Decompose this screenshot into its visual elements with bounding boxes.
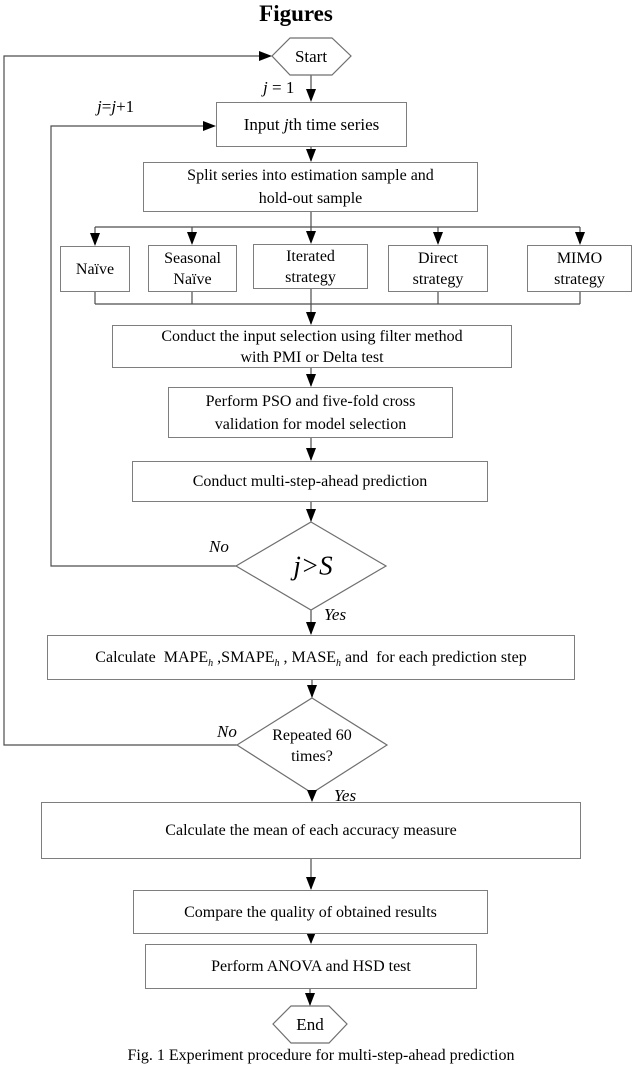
text-line: times? [291, 748, 333, 765]
node-split-series: Split series into estimation sample and … [143, 162, 478, 212]
end-node: End [296, 1015, 324, 1034]
decision-repeated-60: Repeated 60 times? [272, 725, 352, 767]
text-line: hold-out sample [258, 190, 363, 207]
label-yes-1: Yes [324, 605, 347, 624]
node-anova-hsd: Perform ANOVA and HSD test [145, 944, 477, 989]
node-naive: Naïve [60, 246, 130, 292]
label-j-init: j = 1 [263, 78, 295, 97]
node-input-series: Input jth time series [216, 102, 407, 147]
figure-caption: Fig. 1 Experiment procedure for multi-st… [127, 1047, 515, 1064]
text-line: Naïve [173, 270, 212, 288]
label-yes-2: Yes [334, 786, 357, 805]
node-iterated-strategy: Iterated strategy [253, 244, 368, 289]
text-line: Conduct the input selection using filter… [161, 327, 463, 345]
text-line: Iterated [286, 247, 335, 265]
text-line: Repeated 60 [272, 727, 352, 744]
node-mimo-strategy: MIMO strategy [527, 245, 632, 292]
text-line: Perform PSO and five-fold cross [205, 392, 416, 410]
text-line: Seasonal [164, 249, 221, 267]
start-node: Start [294, 47, 328, 66]
node-mean-accuracy: Calculate the mean of each accuracy meas… [41, 802, 581, 859]
text-line: validation for model selection [214, 415, 407, 433]
text-line: strategy [554, 270, 605, 288]
node-seasonal-naive: Seasonal Naïve [148, 245, 237, 292]
text-line: Split series into estimation sample and [187, 167, 434, 184]
node-calculate-errors: Calculate MAPEh ,SMAPEh , MASEh and for … [47, 635, 575, 680]
node-direct-strategy: Direct strategy [388, 245, 488, 292]
text-line: with PMI or Delta test [240, 348, 384, 366]
label-j-increment: j=j+1 [97, 97, 135, 116]
text-line: Direct [418, 249, 458, 267]
page-title: Figures [259, 1, 333, 26]
label-no-1: No [209, 537, 229, 556]
text-line: strategy [412, 270, 464, 288]
text-line: strategy [285, 268, 336, 286]
node-prediction: Conduct multi-step-ahead prediction [132, 461, 488, 502]
decision-j-gt-s: j>S [293, 550, 333, 581]
label-no-2: No [217, 722, 237, 741]
node-pso-validation: Perform PSO and five-fold cross validati… [168, 387, 453, 438]
text-line: MIMO [556, 249, 603, 267]
node-compare-results: Compare the quality of obtained results [133, 890, 488, 934]
node-input-selection: Conduct the input selection using filter… [112, 325, 512, 368]
